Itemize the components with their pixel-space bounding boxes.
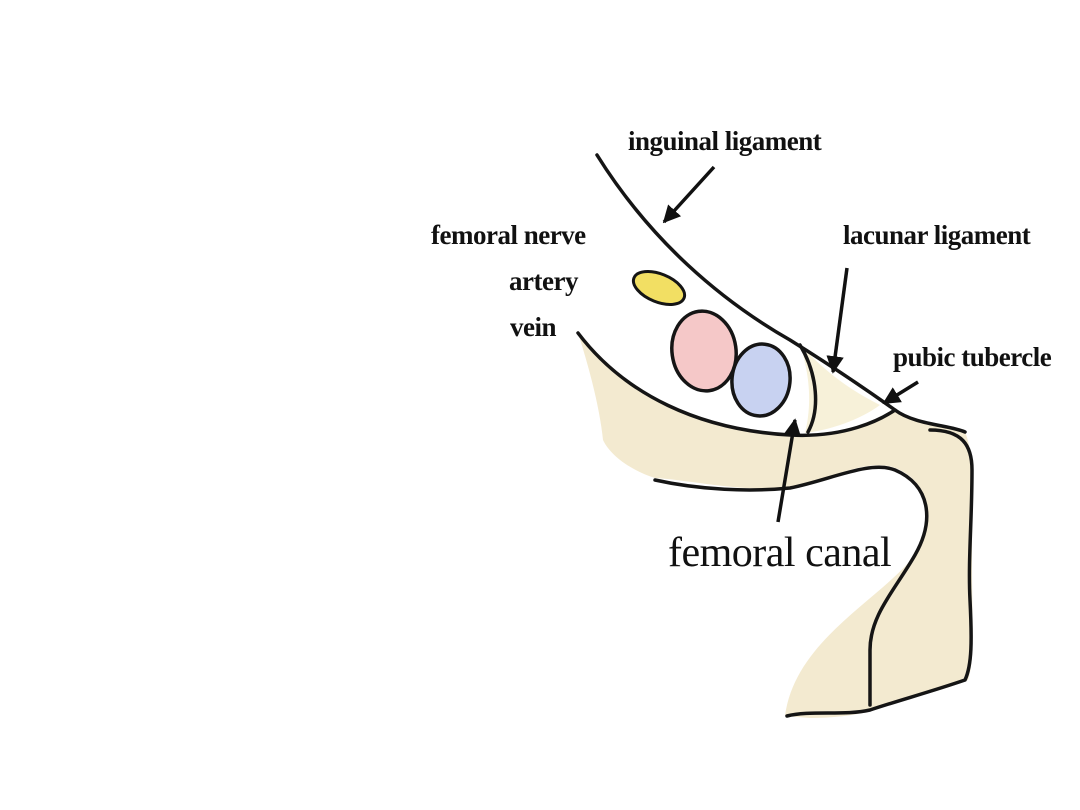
femoral-canal-label: femoral canal bbox=[668, 530, 891, 576]
lacunar-ligament-arrow bbox=[826, 267, 849, 374]
pubic-bone-outer-contour bbox=[785, 428, 974, 718]
femoral-artery-shape bbox=[670, 309, 738, 393]
femoral-vein-shape bbox=[730, 342, 792, 418]
pubic-tubercle-label: pubic tubercle bbox=[893, 342, 1052, 372]
lacunar-ligament-label: lacunar ligament bbox=[843, 220, 1031, 250]
artery-label: artery bbox=[509, 266, 579, 296]
inguinal-ligament-line bbox=[595, 153, 897, 412]
femoral-nerve-shape bbox=[631, 270, 687, 306]
femoral-canal-arrow bbox=[776, 418, 802, 523]
inguinal-ligament-arrow bbox=[662, 165, 716, 224]
femoral-nerve-label: femoral nerve bbox=[431, 220, 586, 250]
inguinal-ligament-label: inguinal ligament bbox=[628, 126, 822, 156]
pubic-bone-lower-contour bbox=[653, 465, 929, 707]
pubic-ramus-upper-contour bbox=[576, 331, 967, 438]
lacunar-ligament-boundary bbox=[798, 343, 818, 434]
vein-label: vein bbox=[510, 312, 556, 342]
lacunar-ligament-region bbox=[800, 345, 880, 433]
pubic-tubercle-arrow bbox=[882, 380, 919, 405]
